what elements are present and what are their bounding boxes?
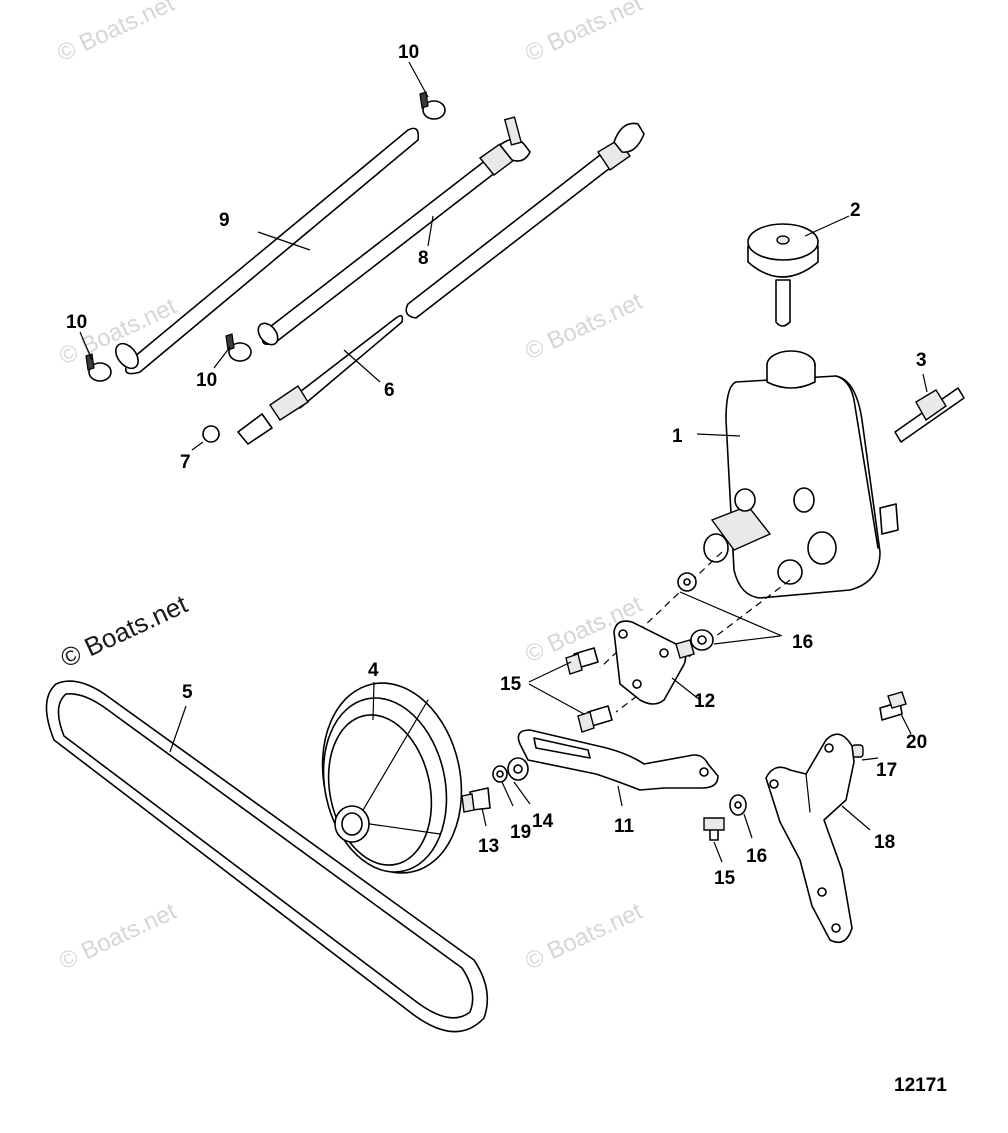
watermark: © Boats.net (53, 0, 179, 67)
bolt-15-part (565, 647, 599, 675)
callout-20: 20 (906, 732, 927, 753)
pulley-4-part (321, 682, 463, 874)
hose-8-part (257, 116, 531, 346)
callout-10: 10 (196, 370, 217, 391)
washer-19-part (492, 765, 508, 783)
diagram-number: 12171 (894, 1075, 947, 1096)
bracket-12-part (613, 620, 695, 705)
watermark: © Boats.net (521, 898, 647, 976)
callout-5: 5 (182, 682, 193, 703)
callout-4: 4 (368, 660, 379, 681)
watermark: © Boats.net (56, 588, 193, 673)
callout-1: 1 (672, 426, 683, 447)
watermark: © Boats.net (521, 288, 647, 366)
callout-8: 8 (418, 248, 429, 269)
stud-3-part (894, 387, 965, 443)
clamp-10-part (85, 353, 112, 382)
washer-14-part (507, 757, 529, 781)
bolt-13-part (461, 787, 491, 813)
hose-6-part (237, 122, 645, 445)
callout-19: 19 (510, 822, 531, 843)
clamp-10-part (419, 91, 446, 120)
pump-reservoir-1-part (703, 350, 899, 599)
callout-14: 14 (532, 811, 554, 832)
bracket-18-part (765, 733, 855, 944)
callout-12: 12 (694, 691, 715, 712)
belt-5-part (45, 680, 489, 1033)
callout-16: 16 (792, 632, 813, 653)
washer-16-part (677, 572, 697, 592)
callout-17: 17 (876, 760, 897, 781)
callout-15: 15 (500, 674, 522, 695)
callout-18: 18 (874, 832, 895, 853)
callout-15: 15 (714, 868, 736, 889)
leader-lines (79, 61, 928, 863)
callout-6: 6 (384, 380, 395, 401)
clamp-10-part (225, 333, 252, 362)
washer-16-part (690, 629, 714, 651)
cap-2-part (747, 223, 819, 327)
watermark: © Boats.net (55, 898, 181, 976)
callout-3: 3 (916, 350, 927, 371)
watermark: © Boats.net (521, 0, 647, 67)
hose-9-part (115, 127, 420, 375)
bolt-20-part (879, 691, 907, 721)
callout-7: 7 (180, 452, 191, 473)
callout-13: 13 (478, 836, 499, 857)
callout-9: 9 (219, 210, 230, 231)
callout-11: 11 (614, 816, 635, 837)
washer-16-part (729, 794, 747, 816)
callout-2: 2 (850, 200, 861, 221)
bolt-15-part (703, 817, 725, 841)
bolt-15-part (577, 705, 613, 733)
brace-11-part (517, 729, 719, 791)
callout-16: 16 (746, 846, 767, 867)
o-ring-7-part (202, 425, 220, 443)
callout-10: 10 (66, 312, 87, 333)
callouts: 1 2 3 4 5 6 7 8 9 10 10 10 11 12 13 14 1… (66, 42, 927, 889)
callout-10: 10 (398, 42, 419, 63)
